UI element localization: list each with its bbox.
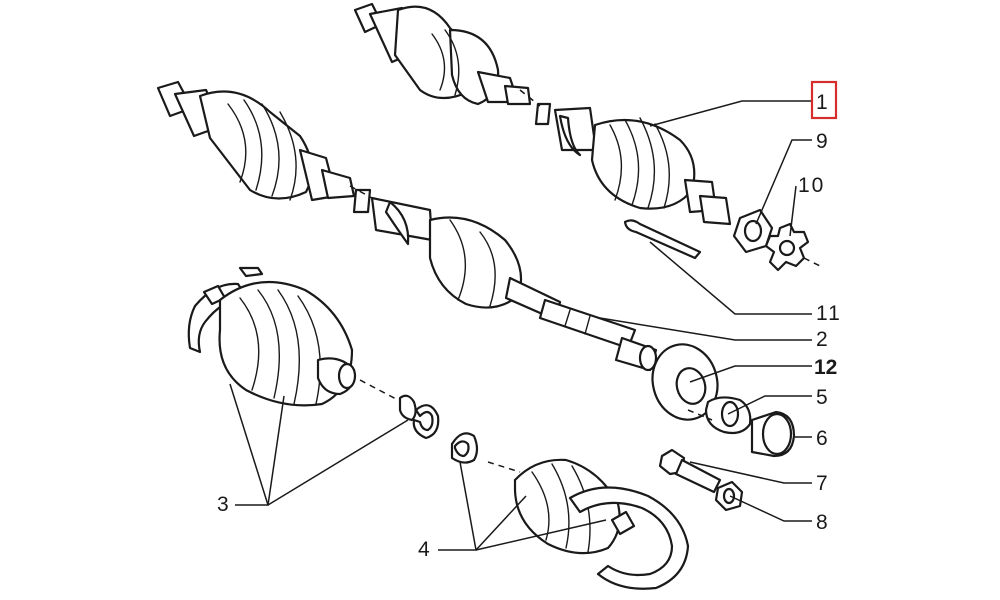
bolt: [658, 448, 722, 494]
callout-6: 6: [816, 427, 830, 450]
bearing: [704, 396, 752, 435]
callout-7: 7: [816, 472, 830, 495]
lock-ring: [764, 222, 810, 272]
callout-3: 3: [217, 493, 231, 516]
callout-9: 9: [816, 130, 830, 153]
callout-labels: 1 9 10 11 2 12 5 6 7 8 3 4: [217, 80, 842, 561]
main-driveshaft: [156, 80, 658, 372]
leader-lines: [229, 89, 821, 551]
inner-boot-kit: [450, 432, 690, 590]
upper-driveshaft: [353, 2, 732, 226]
callout-1-highlight: [810, 80, 838, 120]
callout-4: 4: [418, 538, 432, 561]
callout-1: 1: [816, 91, 830, 114]
callout-2: 2: [816, 328, 830, 351]
outer-boot-kit: [187, 266, 440, 440]
dust-shield-disc: [651, 343, 719, 421]
callout-10: 10: [798, 174, 825, 197]
callout-11: 11: [816, 302, 842, 325]
callout-12: 12: [814, 356, 837, 379]
bolt-nut: [714, 480, 744, 512]
callout-5: 5: [816, 386, 830, 409]
cotter-pin: [623, 219, 702, 260]
bushing: [750, 410, 796, 458]
callout-8: 8: [816, 511, 830, 534]
